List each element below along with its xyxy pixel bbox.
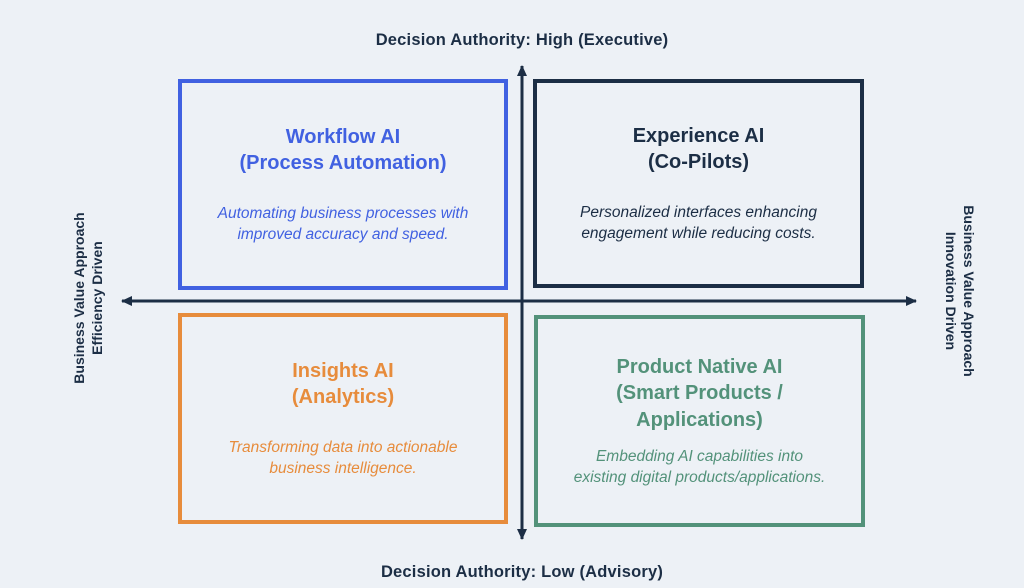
quadrant-title-line: (Co-Pilots) [647, 151, 750, 174]
quadrant-title-line: (Process Automation) [239, 152, 447, 175]
quadrant-description: Embedding AI capabilities into existing … [573, 448, 826, 486]
quadrant-title-line: Experience AI [632, 124, 765, 147]
quadrant-box-product-native-ai: Product Native AI (Smart Products / Appl… [534, 315, 865, 527]
quadrant-box-insights-ai: Insights AI (Analytics) Transforming dat… [178, 313, 508, 524]
quadrant-title: Insights AI (Analytics) [292, 358, 394, 411]
axis-label-left-line1: Business Value Approach [70, 212, 87, 384]
quadrant-title: Workflow AI (Process Automation) [239, 124, 446, 177]
axis-label-top: Decision Authority: High (Executive) [375, 31, 669, 49]
quadrant-title-line: Workflow AI [285, 125, 401, 148]
quadrant-description: Personalized interfaces enhancing engage… [580, 204, 817, 242]
axis-label-right-line1: Business Value Approach [961, 205, 978, 377]
axis-label-left-line2: Efficiency Driven [89, 241, 105, 355]
quadrant-title-line: Applications) [636, 408, 763, 431]
quadrant-title-line: (Analytics) [291, 386, 395, 409]
quadrant-title: Product Native AI (Smart Products / Appl… [616, 354, 783, 433]
axis-label-left: Business Value Approach Efficiency Drive… [70, 212, 106, 383]
quadrant-description: Transforming data into actionable busine… [228, 439, 458, 477]
quadrant-title-line: Insights AI [292, 359, 394, 382]
axis-label-right-line2: Innovation Driven [943, 231, 959, 351]
quadrant-title-line: Product Native AI [616, 355, 783, 378]
axis-label-right: Business Value Approach Innovation Drive… [942, 205, 978, 376]
quadrant-box-workflow-ai: Workflow AI (Process Automation) Automat… [178, 79, 508, 290]
quadrant-title-line: (Smart Products / [616, 382, 783, 405]
quadrant-title: Experience AI (Co-Pilots) [633, 123, 765, 176]
quadrant-description: Automating business processes with impro… [217, 205, 469, 243]
axis-label-bottom: Decision Authority: Low (Advisory) [380, 563, 664, 581]
quadrant-box-experience-ai: Experience AI (Co-Pilots) Personalized i… [533, 79, 864, 288]
